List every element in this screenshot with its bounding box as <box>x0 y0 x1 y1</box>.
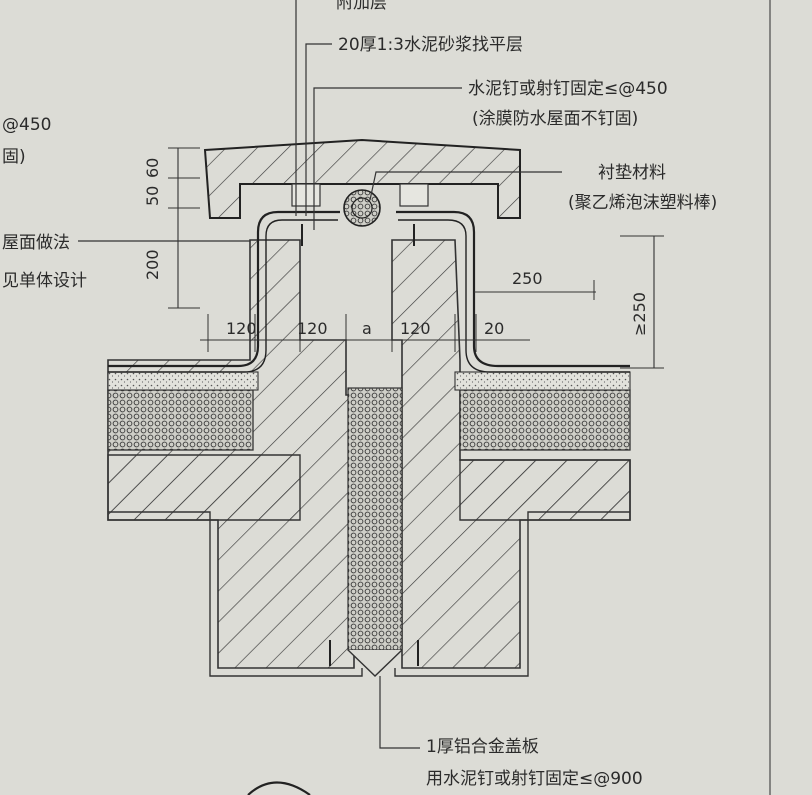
cap-support-right <box>399 183 429 207</box>
label-cover-1: 1厚铝合金盖板 <box>426 737 539 757</box>
label-roof-2: 见单体设计 <box>2 271 87 291</box>
left-slab <box>107 454 301 521</box>
label-nail-2: (涂膜防水屋面不钉固) <box>472 109 638 129</box>
dim-a: a <box>362 319 372 338</box>
right-plaster-line <box>394 511 630 677</box>
left-plaster-line <box>108 511 363 677</box>
joint-filler <box>347 387 403 651</box>
right-slab <box>459 459 631 521</box>
right-insulation <box>459 389 631 451</box>
dim-200: 200 <box>143 249 162 280</box>
left-membrane <box>108 210 340 368</box>
label-roof-1: 屋面做法 <box>2 233 70 253</box>
backing-rod-core <box>351 197 373 219</box>
cover-plate-v <box>347 649 403 677</box>
dim-120-b: 120 <box>297 319 328 338</box>
leader-cover <box>379 676 420 749</box>
label-left-paren: 固) <box>2 147 26 167</box>
label-backing-1: 衬垫材料 <box>598 163 666 183</box>
label-top-cut: 附加层 <box>336 0 387 13</box>
dim-250-h: 250 <box>512 269 543 288</box>
label-backing-2: (聚乙烯泡沫塑料棒) <box>568 193 717 213</box>
leader-nail <box>313 87 462 230</box>
label-cover-2: 用水泥钉或射钉固定≤@900 <box>426 769 643 789</box>
right-screed <box>454 371 631 391</box>
right-wall-concrete <box>391 239 631 669</box>
dim-20: 20 <box>484 319 504 338</box>
label-mortar: 20厚1:3水泥砂浆找平层 <box>338 35 523 55</box>
label-nail-1: 水泥钉或射钉固定≤@450 <box>468 79 668 99</box>
leader-backing <box>369 171 562 201</box>
right-membrane-inner <box>398 219 630 373</box>
left-screed <box>107 371 259 391</box>
backing-rod <box>343 189 381 227</box>
section-mark-partial <box>247 781 311 795</box>
leader-mortar <box>305 43 332 216</box>
label-left-nail: @450 <box>2 115 51 135</box>
right-membrane <box>396 210 630 368</box>
dim-50: 50 <box>143 186 162 206</box>
dim-250-v: ≥250 <box>630 292 649 336</box>
dim-120-a: 120 <box>226 319 257 338</box>
dim-120-c: 120 <box>400 319 431 338</box>
left-insulation <box>107 389 254 451</box>
left-wall-concrete <box>107 239 355 669</box>
dim-60: 60 <box>143 158 162 178</box>
left-membrane-inner <box>108 219 338 373</box>
precast-cap <box>203 138 521 219</box>
